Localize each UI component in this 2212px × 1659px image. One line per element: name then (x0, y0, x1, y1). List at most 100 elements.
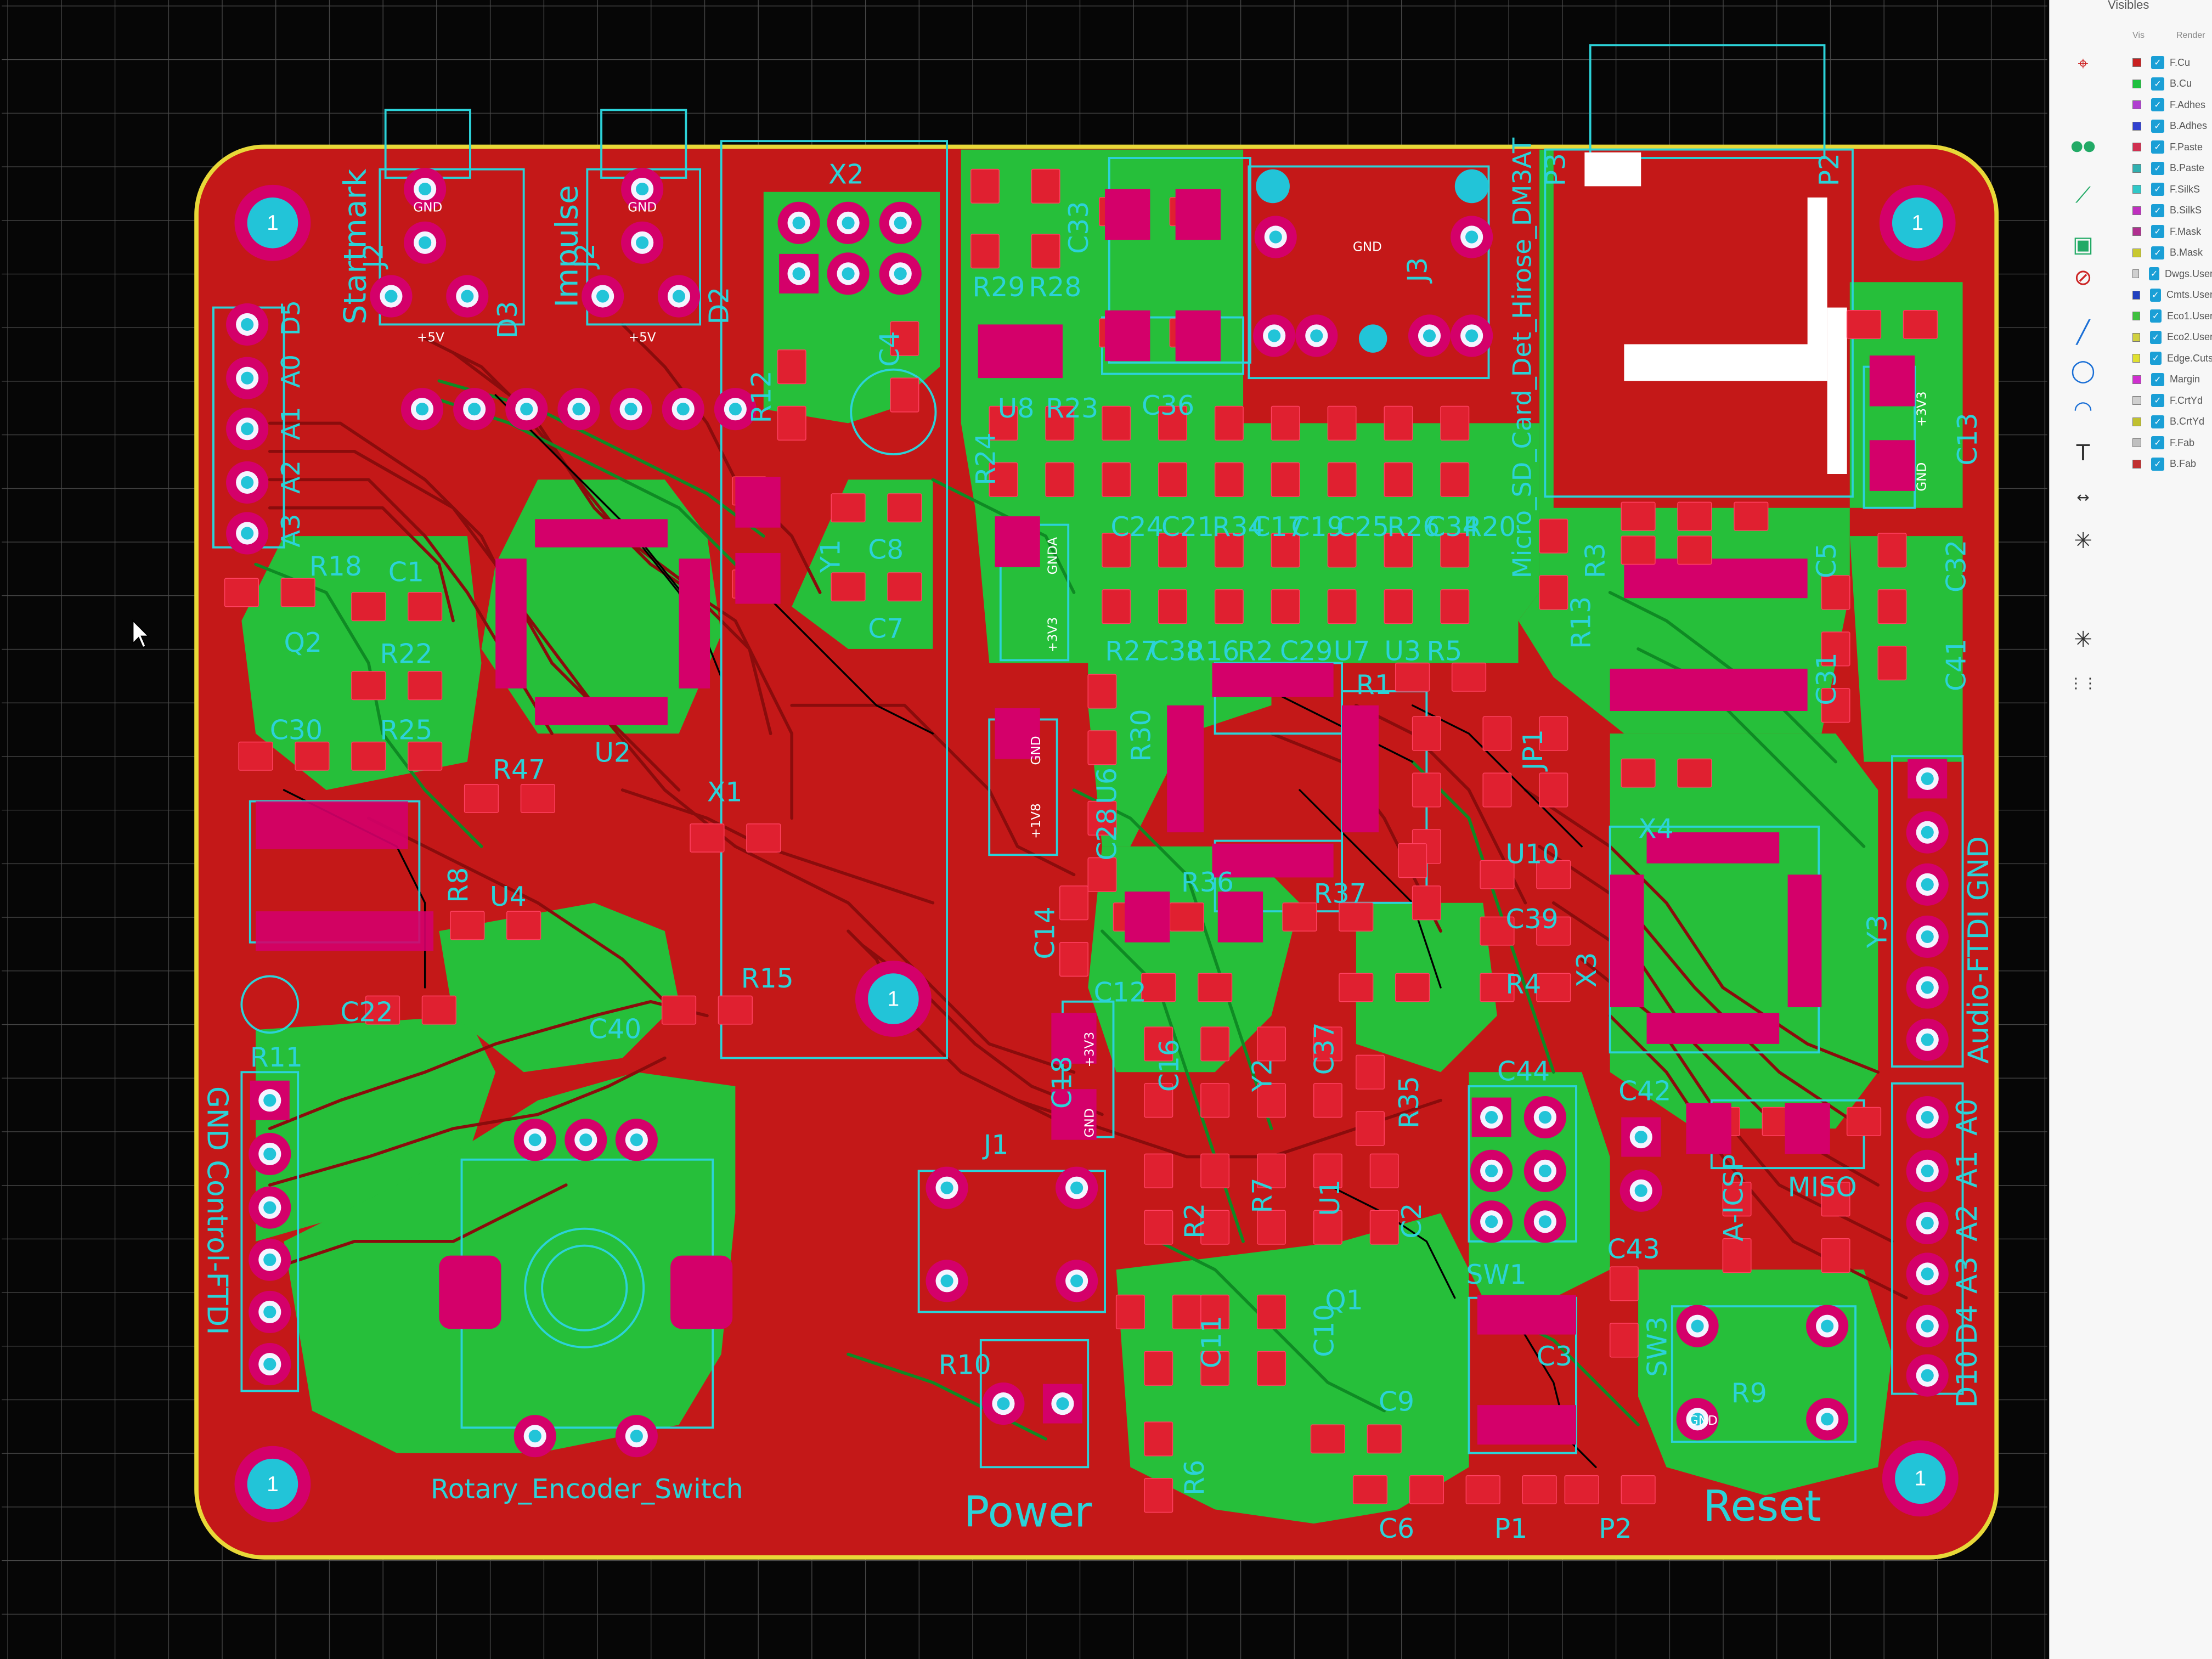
pin-drill-center (1485, 1215, 1498, 1228)
no-entry-icon[interactable]: ⊘ (2074, 265, 2092, 290)
layer-row[interactable]: ✓B.Paste (2132, 159, 2212, 178)
smd-pad (1821, 1238, 1850, 1273)
layer-color-swatch[interactable] (2132, 375, 2141, 384)
ref-designator-68: C37 (1309, 1022, 1340, 1075)
smd-pad (1621, 758, 1656, 788)
layer-visible-checkbox[interactable]: ✓ (2149, 288, 2161, 302)
layer-row[interactable]: ✓F.Fab (2132, 433, 2212, 453)
layer-select-tool-icon[interactable]: ⌖ (2078, 53, 2089, 75)
smd-pad (1440, 462, 1470, 497)
layer-visible-checkbox[interactable]: ✓ (2149, 352, 2162, 365)
route-track-icon[interactable]: ⟋ (2075, 183, 2091, 208)
smd-pad (1384, 405, 1413, 441)
layer-color-swatch[interactable] (2132, 438, 2141, 447)
arc-tool-icon[interactable]: ◠ (2073, 397, 2093, 422)
ref-designator-67: Y2 (1247, 1058, 1278, 1092)
layer-row[interactable]: ✓B.Adhes (2132, 116, 2212, 136)
layer-color-swatch[interactable] (2132, 417, 2141, 426)
layer-color-swatch[interactable] (2132, 121, 2141, 131)
rotary-encoder-label: Rotary_Encoder_Switch (431, 1474, 743, 1505)
layer-visible-checkbox[interactable]: ✓ (2149, 330, 2162, 344)
layer-color-swatch[interactable] (2132, 312, 2140, 320)
layer-color-swatch[interactable] (2132, 185, 2141, 194)
footprint-pad (1869, 440, 1915, 491)
layer-row[interactable]: ✓Cmts.User (2132, 285, 2212, 305)
pin-drill-center (630, 1133, 643, 1147)
layer-color-swatch[interactable] (2132, 100, 2141, 109)
layer-row[interactable]: ✓F.SilkS (2132, 179, 2212, 199)
layer-visible-checkbox[interactable]: ✓ (2151, 98, 2164, 111)
origin-tool-icon[interactable]: ✳ (2074, 627, 2092, 652)
layer-color-swatch[interactable] (2132, 396, 2141, 405)
layer-visible-checkbox[interactable]: ✓ (2149, 267, 2159, 280)
smd-pad (1214, 462, 1244, 497)
layer-row[interactable]: ✓B.SilkS (2132, 201, 2212, 221)
layer-visible-checkbox[interactable]: ✓ (2151, 373, 2164, 386)
dimension-tool-icon[interactable]: ↔ (2076, 488, 2090, 506)
layer-color-swatch[interactable] (2132, 290, 2140, 300)
layer-row[interactable]: ✓Eco2.User (2132, 328, 2212, 347)
layer-row[interactable]: ✓F.Adhes (2132, 95, 2212, 115)
layer-visible-checkbox[interactable]: ✓ (2151, 457, 2164, 471)
layer-row[interactable]: ✓F.CrtYd (2132, 391, 2212, 410)
layer-color-swatch[interactable] (2132, 459, 2141, 469)
layer-visible-checkbox[interactable]: ✓ (2151, 161, 2164, 175)
text-tool-icon[interactable]: T (2076, 441, 2090, 466)
layer-name: Eco1.User (2166, 310, 2212, 321)
target-tool-icon[interactable]: ✳ (2074, 528, 2092, 554)
layer-color-swatch[interactable] (2132, 58, 2141, 67)
layer-color-swatch[interactable] (2132, 79, 2141, 88)
layer-row[interactable]: ✓F.Mask (2132, 222, 2212, 241)
layer-row[interactable]: ✓F.Paste (2132, 137, 2212, 157)
pin-drill-center (520, 403, 533, 416)
pin-drill-center (1921, 1216, 1934, 1229)
circle-tool-icon[interactable]: ◯ (2070, 358, 2096, 383)
ref-designator-63: C14 (1030, 906, 1061, 959)
layer-visible-checkbox[interactable]: ✓ (2151, 77, 2164, 91)
layer-visible-checkbox[interactable]: ✓ (2151, 225, 2164, 238)
layer-color-swatch[interactable] (2132, 248, 2141, 257)
layer-row[interactable]: ✓ Eco1.User (2132, 306, 2212, 326)
layer-row[interactable]: ✓B.Mask (2132, 243, 2212, 263)
ref-designator-9: R28 (1029, 272, 1081, 303)
layer-visible-checkbox[interactable]: ✓ (2151, 204, 2164, 217)
layer-visible-checkbox[interactable]: ✓ (2151, 183, 2164, 196)
layer-visible-checkbox[interactable]: ✓ (2151, 394, 2164, 407)
pin-drill-center (1485, 1111, 1498, 1124)
layer-row[interactable]: ✓B.Fab (2132, 454, 2212, 474)
layer-visible-checkbox[interactable]: ✓ (2151, 436, 2164, 449)
smd-pad (1412, 885, 1441, 921)
smd-pad (408, 741, 443, 771)
layer-visible-checkbox[interactable]: ✓ (2151, 119, 2164, 133)
layer-color-swatch[interactable] (2132, 227, 2141, 236)
zone-tool-icon[interactable]: ▣ (2073, 232, 2094, 257)
line-tool-icon[interactable]: ╱ (2076, 320, 2090, 345)
layer-visible-checkbox[interactable]: ✓ (2151, 140, 2164, 154)
layer-color-swatch[interactable] (2132, 163, 2141, 173)
layer-visible-checkbox[interactable]: ✓ (2151, 246, 2164, 259)
layer-color-swatch[interactable] (2132, 332, 2140, 342)
pcb-canvas[interactable]: 1 1 1 1 1 Startmark Impulse Micro_SD_Car… (0, 0, 2049, 1659)
grid-origin-tool-icon[interactable]: ⋮⋮ (2069, 675, 2097, 692)
layer-visible-checkbox[interactable]: ✓ (2151, 56, 2164, 69)
pin-drill-center (263, 1253, 276, 1266)
smd-pad (1257, 1351, 1286, 1386)
smd-pad (989, 462, 1018, 497)
layer-color-swatch[interactable] (2132, 269, 2140, 278)
svg-text:1: 1 (267, 1472, 278, 1496)
layer-color-swatch[interactable] (2132, 354, 2140, 363)
layer-row[interactable]: ✓B.Cu (2132, 74, 2212, 94)
layer-visible-checkbox[interactable]: ✓ (2151, 415, 2164, 428)
layer-row[interactable]: ✓B.CrtYd (2132, 412, 2212, 432)
layer-row[interactable]: ✓Edge.Cuts (2132, 348, 2212, 368)
layer-row[interactable]: ✓Dwgs.User (2132, 264, 2212, 284)
layer-visible-checkbox[interactable]: ✓ (2149, 309, 2162, 323)
layer-color-swatch[interactable] (2132, 143, 2141, 151)
ref-designator-91: C10 (1309, 1304, 1340, 1357)
footprint-pad (1686, 1103, 1731, 1154)
layer-row[interactable]: ✓F.Cu (2132, 53, 2212, 72)
pad-tool-icon[interactable]: ●● (2070, 138, 2096, 154)
layer-row[interactable]: ✓Margin (2132, 370, 2212, 390)
layer-color-swatch[interactable] (2132, 206, 2141, 215)
smd-pad (1821, 575, 1850, 610)
